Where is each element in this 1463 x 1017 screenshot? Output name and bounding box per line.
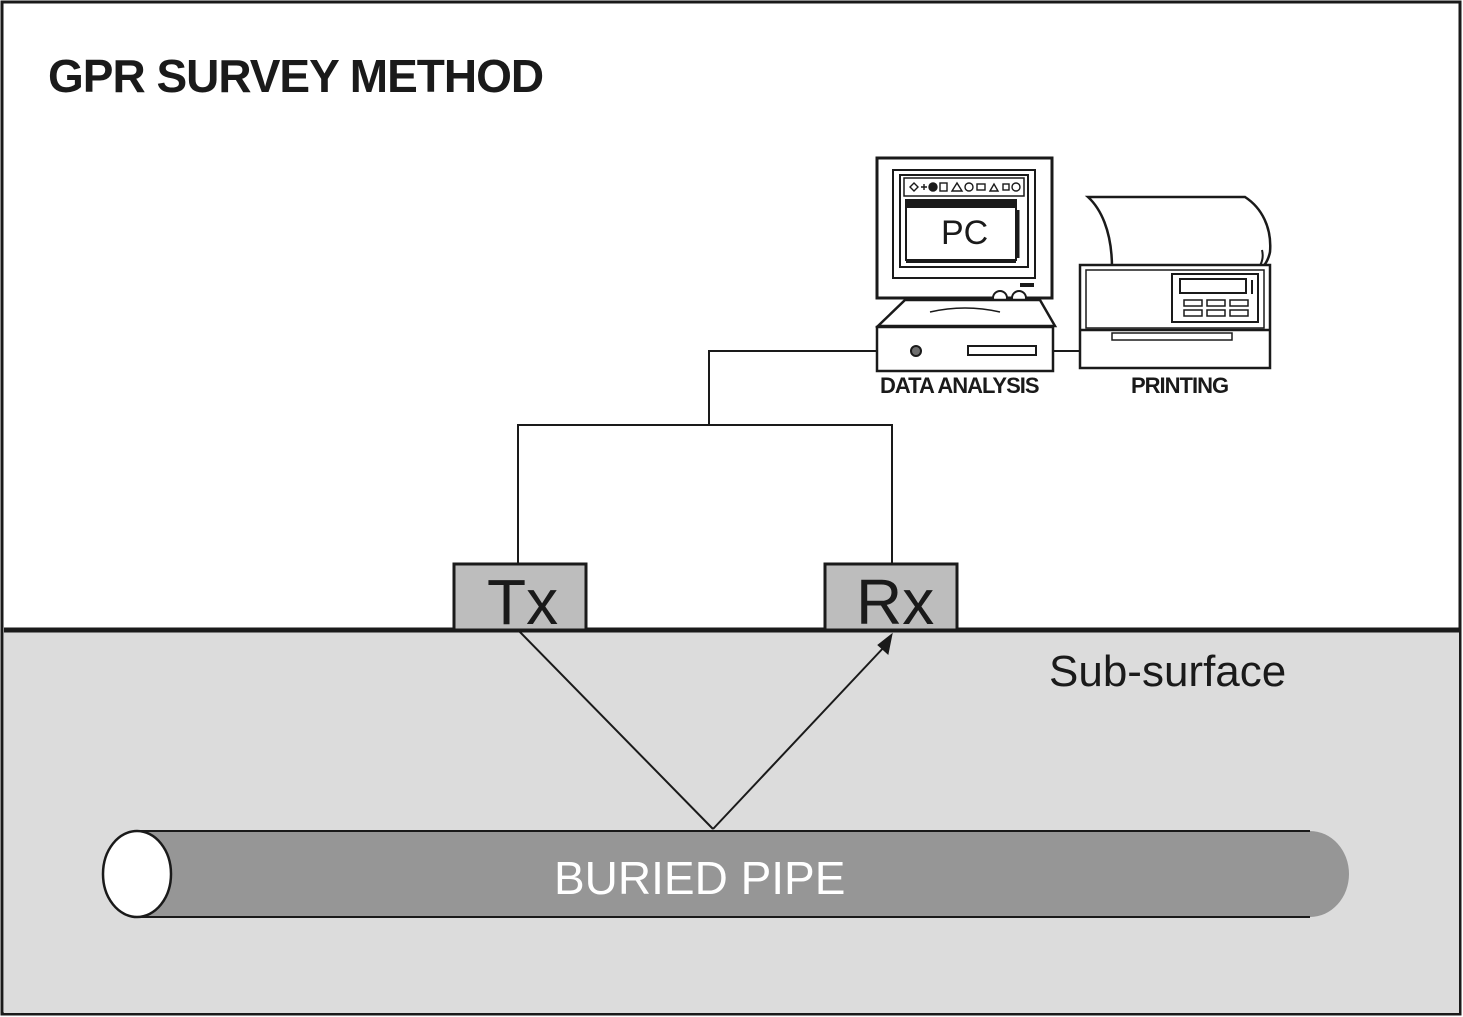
monitor-stand xyxy=(874,298,1058,328)
pipe-body xyxy=(137,831,1349,917)
incident-wave xyxy=(517,629,714,830)
tx-antenna xyxy=(452,562,588,632)
pc-drive-slot xyxy=(967,345,1037,356)
pipe-end xyxy=(101,829,173,919)
printing-label: PRINTING xyxy=(1131,373,1228,398)
printer xyxy=(1078,195,1272,370)
pc-to-antennas-cable xyxy=(708,350,877,425)
pc-unit: PC xyxy=(874,156,1058,373)
toolbar-icons xyxy=(909,181,1021,192)
printer-buttons xyxy=(1183,299,1249,317)
pc-power-button xyxy=(910,345,922,357)
reflected-wave-arrowhead xyxy=(877,632,893,655)
printer-display xyxy=(1179,278,1247,294)
rx-label: Rx xyxy=(856,566,934,638)
tx-label: Tx xyxy=(487,566,558,638)
printer-paper xyxy=(1084,195,1272,274)
reflected-wave xyxy=(712,644,887,830)
buried-pipe: BURIED PIPE xyxy=(101,829,1349,919)
printer-tray xyxy=(1111,332,1233,341)
data-analysis-label: DATA ANALYSIS xyxy=(880,373,1039,398)
screen-window-bar xyxy=(906,200,1016,208)
pc-label: PC xyxy=(941,214,988,252)
diagram-title: GPR SURVEY METHOD xyxy=(48,50,543,102)
pipe-label: BURIED PIPE xyxy=(554,852,845,904)
subsurface-label: Sub-surface xyxy=(1049,647,1286,696)
antenna-bus-cable xyxy=(517,424,893,563)
screen-window xyxy=(905,199,1017,261)
subsurface-area xyxy=(4,630,1459,1013)
rx-antenna xyxy=(823,562,959,632)
